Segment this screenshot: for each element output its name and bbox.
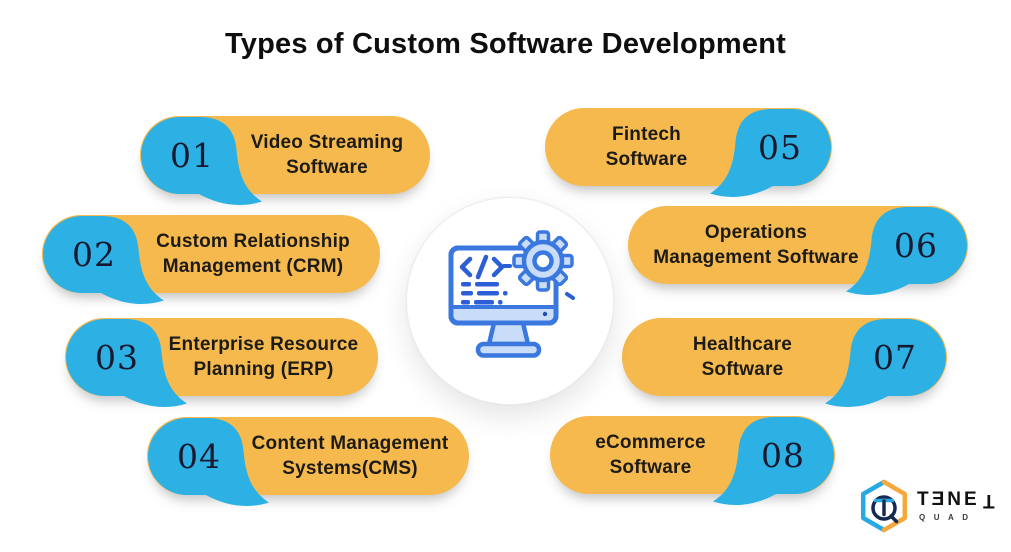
item-number: 08 <box>761 435 805 475</box>
type-item-05: 05 Fintech Software <box>545 108 832 198</box>
gear-icon <box>512 230 574 292</box>
monitor-code-gear-icon <box>448 230 575 358</box>
code-lines-icon <box>461 282 508 305</box>
item-label: Video Streaming Software <box>250 132 404 178</box>
number-blob-icon <box>710 109 831 198</box>
number-blob-icon <box>148 418 269 507</box>
center-illustration <box>406 197 614 405</box>
item-label: Content Management Systems(CMS) <box>251 433 449 479</box>
power-dot-icon <box>542 311 548 317</box>
number-blob-icon <box>713 417 834 506</box>
item-label: Enterprise Resource Planning (ERP) <box>168 334 359 380</box>
logo-brand-text: TƎNET <box>917 489 995 512</box>
monitor-base-icon <box>475 341 542 358</box>
item-number: 05 <box>758 127 802 167</box>
number-blob-icon <box>43 216 164 305</box>
tenetquad-logo: TƎNET QUAD <box>858 476 1004 536</box>
item-label: Fintech Software <box>605 124 688 170</box>
monitor-stand-icon <box>486 320 531 347</box>
logo-hexagon-icon <box>860 479 908 533</box>
type-item-08: 08 eCommerce Software <box>550 416 835 506</box>
number-blob-icon <box>825 319 946 408</box>
type-item-02: 02 Custom Relationship Management (CRM) <box>42 215 380 305</box>
item-label: Healthcare Software <box>692 334 793 380</box>
type-item-01: 01 Video Streaming Software <box>140 116 430 206</box>
item-number: 03 <box>95 337 139 377</box>
item-label: Custom Relationship Management (CRM) <box>156 231 350 277</box>
type-item-07: 07 Healthcare Software <box>622 318 947 408</box>
item-number: 01 <box>170 135 214 175</box>
page-title: Types of Custom Software Development <box>225 28 786 60</box>
item-number: 02 <box>72 234 116 274</box>
type-item-03: 03 Enterprise Resource Planning (ERP) <box>65 318 378 408</box>
type-item-04: 04 Content Management Systems(CMS) <box>147 417 469 507</box>
number-blob-icon <box>66 319 187 408</box>
item-number: 06 <box>894 225 938 265</box>
item-label: eCommerce Software <box>595 432 706 478</box>
number-blob-icon <box>141 117 262 206</box>
item-number: 07 <box>873 337 917 377</box>
item-label: Operations Management Software <box>653 222 859 268</box>
logo-sub-text: QUAD <box>919 513 977 522</box>
motion-dashes-icon <box>502 264 575 300</box>
number-blob-icon <box>846 207 967 296</box>
item-number: 04 <box>177 436 221 476</box>
code-icon <box>459 254 505 280</box>
type-item-06: 06 Operations Management Software <box>628 206 968 296</box>
